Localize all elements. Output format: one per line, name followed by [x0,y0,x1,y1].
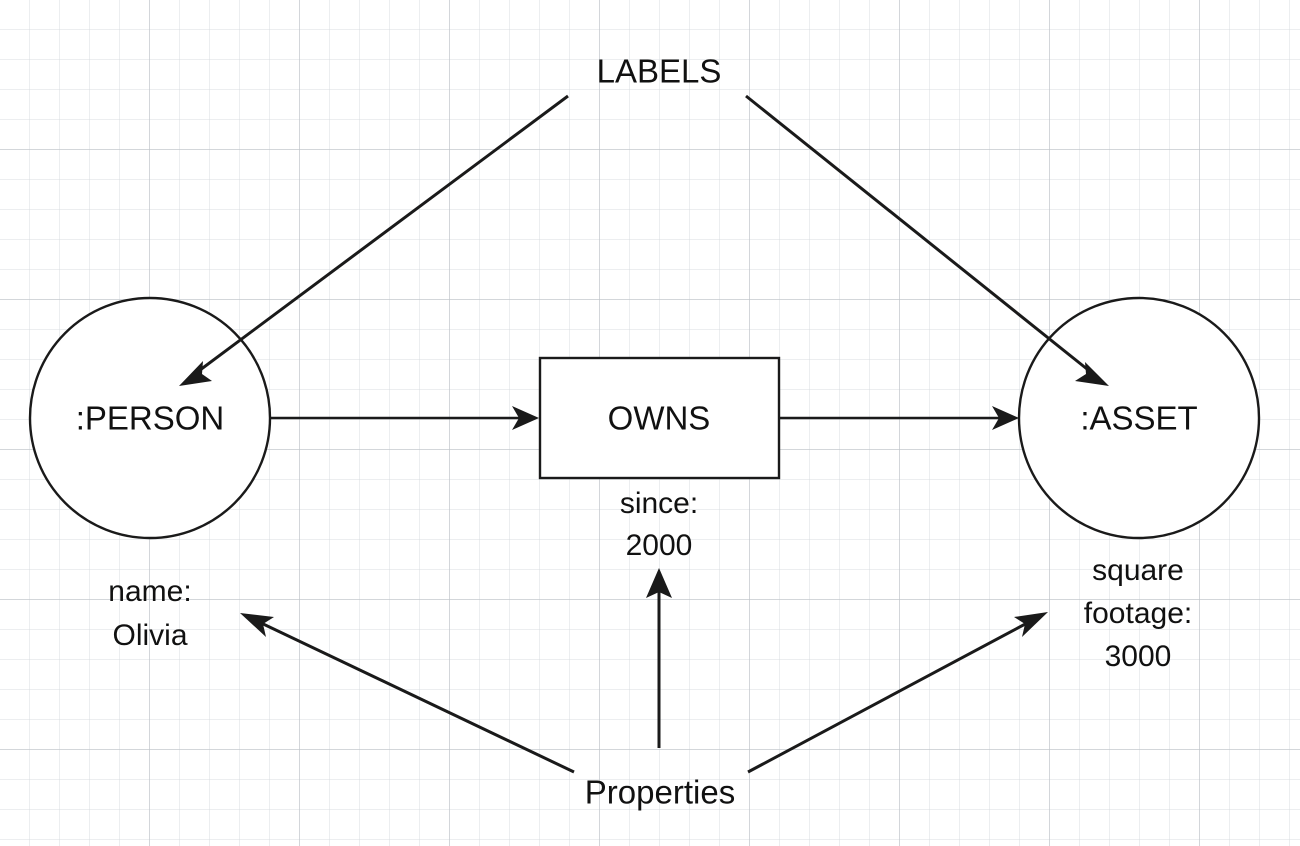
relationship-owns-box[interactable] [538,356,781,480]
owns-property-key: since: [619,487,699,521]
node-asset-label: :ASSET [1080,399,1198,437]
labels-annotation-text: LABELS [596,52,722,90]
relationship-owns-label: OWNS [607,399,711,437]
pointer-labels-to-person [179,94,569,386]
pointer-properties-to-asset-props [747,612,1048,774]
edge-owns-to-asset[interactable] [779,406,1019,430]
person-property-key: name: [108,575,192,609]
pointer-properties-to-person-props [240,613,575,774]
person-property-value: Olivia [112,619,188,653]
pointer-labels-to-asset [745,94,1109,386]
pointer-properties-to-owns-props [646,568,672,748]
owns-property-value: 2000 [625,529,693,563]
asset-property-key-line2: footage: [1083,597,1193,631]
asset-property-value: 3000 [1104,640,1172,674]
asset-property-key-line1: square [1092,554,1184,588]
edge-person-to-owns[interactable] [270,406,539,430]
node-person-label: :PERSON [75,399,225,437]
properties-annotation-text: Properties [584,773,736,811]
